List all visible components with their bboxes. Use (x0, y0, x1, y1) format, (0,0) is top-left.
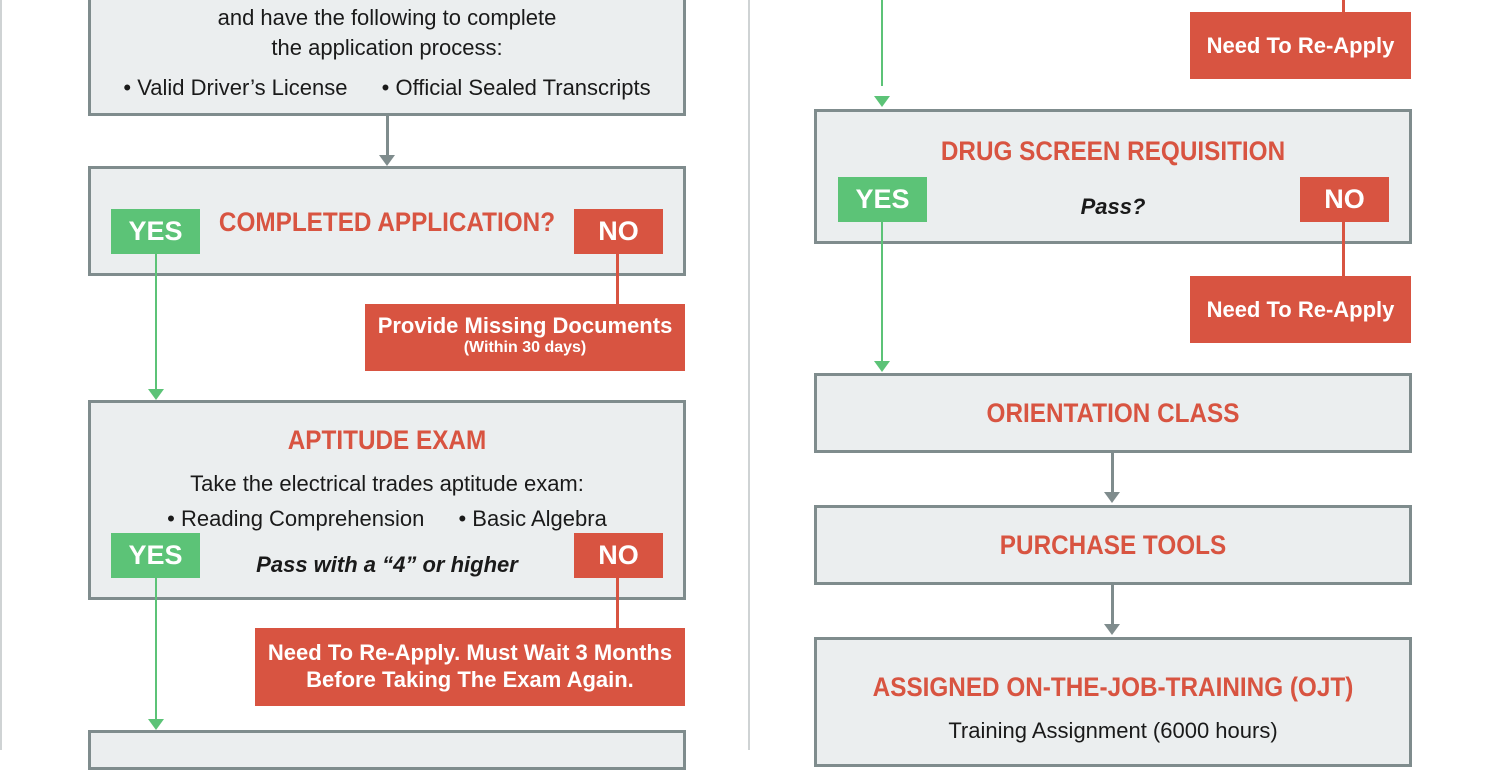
yes-badge: YES (111, 209, 200, 254)
no-connector (1342, 222, 1345, 276)
connector-arrow (1104, 624, 1120, 635)
connector-line (1111, 585, 1114, 625)
ojt-box: ASSIGNED ON-THE-JOB-TRAINING (OJT) Train… (814, 637, 1412, 767)
requirements-line-2: the application process: (271, 35, 503, 60)
reapply-wait-line-2: Before Taking The Exam Again. (306, 667, 634, 692)
yes-badge: YES (838, 177, 927, 222)
yes-connector (155, 578, 157, 720)
yes-arrow (874, 361, 890, 372)
drug-screen-title: DRUG SCREEN REQUISITION (940, 136, 1286, 166)
requirements-box: and have the following to complete the a… (88, 0, 686, 116)
no-badge: NO (1300, 177, 1389, 222)
no-connector (616, 254, 619, 304)
provide-missing-documents-box: Provide Missing Documents (Within 30 day… (365, 304, 685, 371)
yes-arrow (148, 389, 164, 400)
aptitude-exam-bullets: • Reading Comprehension • Basic Algebra (91, 506, 683, 532)
missing-documents-label: Provide Missing Documents (377, 313, 673, 338)
aptitude-exam-title: APTITUDE EXAM (287, 425, 487, 455)
yes-connector (155, 254, 157, 390)
yes-arrow (874, 96, 890, 107)
purchase-tools-title: PURCHASE TOOLS (999, 530, 1227, 560)
need-to-reapply-label: Need To Re-Apply (1206, 33, 1395, 58)
orientation-class-title: ORIENTATION CLASS (986, 398, 1240, 428)
aptitude-exam-description: Take the electrical trades aptitude exam… (190, 471, 584, 496)
no-badge: NO (574, 209, 663, 254)
bullet-reading: • Reading Comprehension (167, 506, 425, 531)
connector-line (386, 116, 389, 156)
drug-screen-question: Pass? (1080, 194, 1146, 219)
bullet-drivers-license: • Valid Driver’s License (123, 75, 348, 100)
bullet-algebra: • Basic Algebra (458, 506, 607, 531)
yes-arrow (148, 719, 164, 730)
yes-connector (881, 222, 883, 362)
need-to-reapply-label: Need To Re-Apply (1206, 297, 1395, 322)
ojt-training-assignment: Training Assignment (6000 hours) (948, 718, 1278, 743)
column-divider (748, 0, 750, 750)
requirements-bullets: • Valid Driver’s License • Official Seal… (91, 75, 683, 101)
no-connector (616, 578, 619, 628)
missing-documents-deadline: (Within 30 days) (463, 339, 587, 356)
requirements-line-1: and have the following to complete (217, 5, 557, 30)
yes-badge: YES (111, 533, 200, 578)
next-step-box (88, 730, 686, 770)
connector-line (1111, 453, 1114, 493)
completed-application-title: COMPLETED APPLICATION? (218, 207, 556, 237)
yes-connector (881, 0, 883, 86)
orientation-class-box: ORIENTATION CLASS (814, 373, 1412, 453)
connector-arrow (379, 155, 395, 166)
no-badge: NO (574, 533, 663, 578)
reapply-wait-line-1: Need To Re-Apply. Must Wait 3 Months (267, 640, 673, 665)
purchase-tools-box: PURCHASE TOOLS (814, 505, 1412, 585)
page-edge (0, 0, 2, 750)
no-connector (1342, 0, 1345, 13)
aptitude-exam-criteria: Pass with a “4” or higher (256, 552, 518, 577)
need-to-reapply-box: Need To Re-Apply (1190, 12, 1411, 79)
bullet-transcripts: • Official Sealed Transcripts (381, 75, 651, 100)
reapply-wait-box: Need To Re-Apply. Must Wait 3 Months Bef… (255, 628, 685, 706)
need-to-reapply-box: Need To Re-Apply (1190, 276, 1411, 343)
ojt-title: ASSIGNED ON-THE-JOB-TRAINING (OJT) (872, 672, 1354, 702)
connector-arrow (1104, 492, 1120, 503)
